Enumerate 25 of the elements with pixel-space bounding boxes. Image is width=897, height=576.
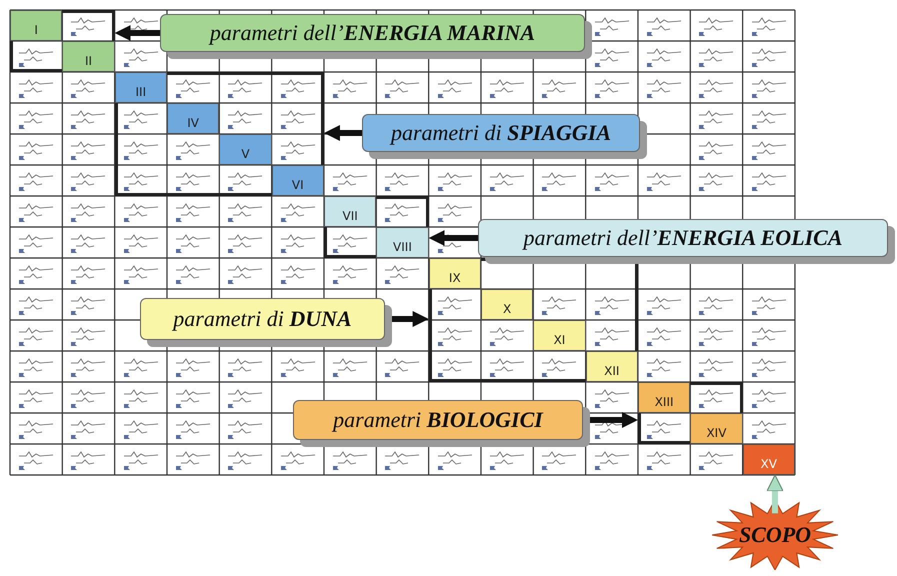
group-outline <box>324 196 429 258</box>
group-outline <box>638 382 743 444</box>
numbered-cell: XII <box>586 351 638 382</box>
numbered-cell: VIII <box>376 227 429 258</box>
arrow <box>428 230 478 246</box>
numbered-cell: III <box>114 72 167 103</box>
group-outline <box>10 10 115 72</box>
numbered-cell: IV <box>166 103 220 134</box>
numbered-cell: I <box>10 10 62 41</box>
numbered-cell: V <box>219 134 272 165</box>
arrow <box>114 25 160 41</box>
numbered-cell: VI <box>272 165 324 196</box>
numbered-cell: XIV <box>690 413 743 444</box>
numbered-cell: II <box>62 41 115 72</box>
numbered-cell: XIII <box>638 382 690 413</box>
group-outline <box>428 258 638 382</box>
numbered-cell: IX <box>428 258 481 289</box>
numbered-cell: X <box>480 289 534 320</box>
arrow <box>766 474 784 514</box>
goal-label: SCOPO <box>738 522 812 548</box>
numbered-cell: XI <box>533 320 586 351</box>
numbered-cell: VII <box>324 196 376 227</box>
arrow <box>324 125 362 141</box>
group-outline <box>114 72 324 196</box>
numbered-cell: XV <box>742 444 795 475</box>
